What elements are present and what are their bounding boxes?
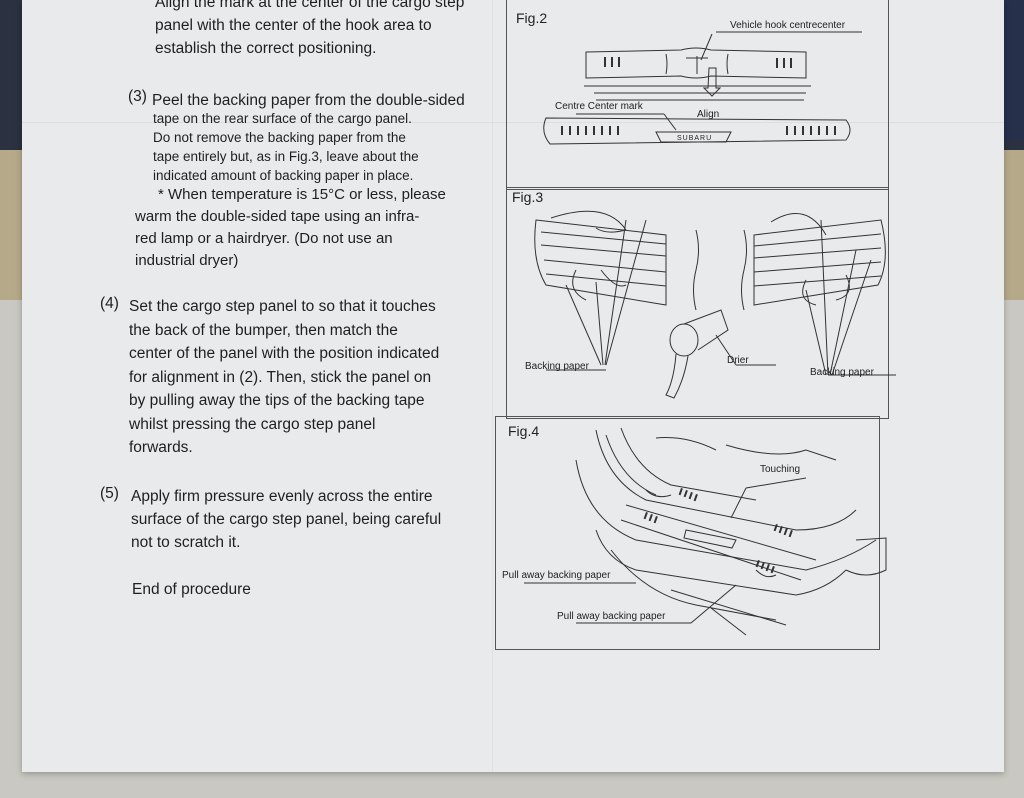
step-3-note-line: * When temperature is 15°C or less, plea… — [158, 186, 446, 203]
step-2-line: establish the correct positioning. — [155, 40, 377, 57]
step-3-line: Peel the backing paper from the double-s… — [152, 92, 465, 109]
fig2-diagram — [543, 31, 862, 145]
step-3-text: Peel the backing paper from the double-s… — [152, 89, 497, 112]
step-4-line: Set the cargo step panel to so that it t… — [129, 298, 436, 315]
fig4-callout-pull-2: Pull away backing paper — [557, 611, 666, 622]
fig3-diagram — [534, 210, 896, 399]
step-3-note: * When temperature is 15°C or less, plea… — [135, 184, 495, 272]
step-3-note-line: warm the double-sided tape using an infr… — [135, 208, 420, 225]
fig2-callout-align: Align — [697, 109, 720, 120]
step-5-line: not to scratch it. — [131, 534, 241, 551]
step-3-detail-line: tape on the rear surface of the cargo pa… — [153, 111, 412, 126]
step-2-text: Align the mark at the center of the carg… — [155, 0, 495, 60]
fig4-callout-pull-1: Pull away backing paper — [502, 570, 611, 581]
step-3-note-line: red lamp or a hairdryer. (Do not use an — [135, 230, 393, 247]
step-2-line: Align the mark at the center of the carg… — [155, 0, 465, 11]
step-3-detail-line: indicated amount of backing paper in pla… — [153, 168, 414, 183]
step-5-line: Apply firm pressure evenly across the en… — [131, 488, 433, 505]
step-3-details: tape on the rear surface of the cargo pa… — [153, 109, 498, 185]
fig2-label: Fig.2 — [516, 10, 548, 26]
fig4-label: Fig.4 — [508, 423, 540, 439]
fig4-diagram — [524, 427, 887, 636]
step-4-line: center of the panel with the position in… — [129, 345, 440, 362]
step-5-text: Apply firm pressure evenly across the en… — [131, 485, 486, 554]
fig3-callout-drier: Drier — [727, 355, 749, 366]
step-4-line: whilst pressing the cargo step panel — [129, 415, 376, 433]
fig3-label: Fig.3 — [512, 189, 544, 205]
step-5-line: surface of the cargo step panel, being c… — [131, 511, 442, 528]
fig3-panel — [506, 187, 889, 419]
instruction-sheet: Align the mark at the center of the carg… — [22, 0, 1004, 772]
fig2-callout-hook: Vehicle hook centrecenter — [730, 20, 846, 31]
fig2-callout-centre: Centre Center mark — [555, 101, 643, 112]
fig4-callout-touching: Touching — [760, 464, 801, 475]
step-4-line: forwards. — [129, 439, 193, 456]
fig2-panel — [506, 0, 889, 190]
step-2-line: panel with the center of the hook area t… — [155, 17, 432, 34]
step-3-detail-line: tape entirely but, as in Fig.3, leave ab… — [153, 149, 419, 164]
fig3-callout-backing-left: Backing paper — [525, 361, 589, 372]
step-3-number: (3) — [128, 88, 147, 105]
fig4-panel — [495, 416, 880, 650]
step-3-detail-line: Do not remove the backing paper from the — [153, 130, 406, 145]
end-of-procedure: End of procedure — [132, 581, 251, 598]
fold-line — [492, 0, 493, 772]
fig2-brand-mark: SUBARU — [677, 135, 713, 142]
fig3-callout-backing-right: Backing paper — [810, 367, 874, 378]
step-4-text: Set the cargo step panel to so that it t… — [129, 295, 484, 460]
step-4-line: the back of the bumper, then match the — [129, 321, 398, 339]
step-3-note-line: industrial dryer) — [135, 252, 239, 269]
step-4-line: by pulling away the tips of the backing … — [129, 392, 425, 409]
fold-line-horizontal — [22, 122, 1004, 123]
step-4-number: (4) — [100, 295, 119, 312]
step-4-line: for alignment in (2). Then, stick the pa… — [129, 368, 432, 386]
step-5-number: (5) — [100, 485, 119, 502]
